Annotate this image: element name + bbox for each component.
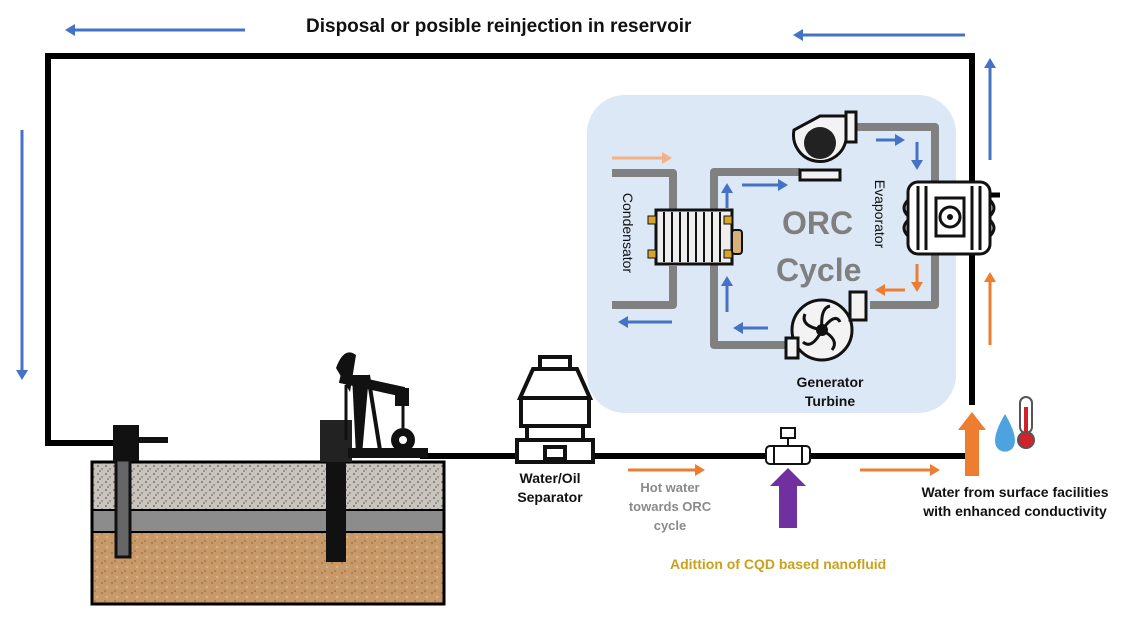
- evaporator-label: Evaporator: [872, 179, 889, 249]
- orc-label-line1: ORC: [782, 205, 854, 241]
- surface-water-inlet-arrow: [958, 412, 986, 476]
- nanofluid-inlet-arrow: [770, 468, 806, 528]
- flow-arrow-evap-out: [911, 264, 923, 292]
- thermometer-icon: [1017, 396, 1035, 449]
- flow-arrow-to-riser: [860, 464, 940, 476]
- condensator-icon: [647, 208, 743, 266]
- evaporator-icon: [902, 180, 996, 256]
- flow-arrow-condensator-up: [721, 183, 733, 208]
- hot-water-note-line2: towards ORC: [628, 499, 712, 514]
- flow-arrow-to-pump: [742, 179, 788, 191]
- surface-water-note-line1: Water from surface facilities: [921, 484, 1109, 500]
- flow-arrow-right-up: [984, 58, 996, 160]
- flow-arrow-evap-in: [911, 142, 923, 170]
- flow-arrow-top-right: [793, 29, 965, 41]
- flow-arrow-right-lower-up: [984, 272, 996, 345]
- flow-arrow-pump-out: [876, 134, 905, 146]
- generator-label-line1: Generator: [796, 374, 864, 390]
- turbine-icon: [784, 290, 868, 362]
- orc-label-line2: Cycle: [776, 252, 862, 288]
- condensator-label: Condensator: [620, 192, 637, 274]
- water-drop-icon: [995, 414, 1015, 452]
- wellhead-icon: [113, 425, 168, 559]
- flow-arrow-left-down: [16, 130, 28, 380]
- flow-arrow-turbine-out: [733, 322, 768, 334]
- surface-water-note-line2: with enhanced conductivity: [923, 503, 1107, 519]
- flow-arrow-return-up: [721, 276, 733, 312]
- flow-arrow-condensator-in: [612, 152, 672, 164]
- pump-jack-icon: [320, 352, 428, 562]
- flow-arrow-hot-water: [628, 464, 705, 476]
- flow-arrow-to-turbine: [875, 284, 905, 296]
- orc-pipes: [612, 123, 1000, 349]
- diagram-title: Disposal or posible reinjection in reser…: [306, 16, 692, 37]
- hot-water-note-line1: Hot water: [640, 480, 700, 495]
- pump-icon: [792, 110, 858, 182]
- generator-label-line2: Turbine: [804, 393, 856, 409]
- separator-label-line1: Water/Oil: [519, 470, 581, 486]
- main-pipe-loop: [45, 53, 975, 459]
- ground-layers: [90, 460, 446, 606]
- valve-icon: [765, 427, 811, 465]
- separator-label-line2: Separator: [517, 489, 583, 505]
- flow-arrow-top-left: [65, 24, 245, 36]
- hot-water-note-line3: cycle: [653, 518, 687, 533]
- flow-arrow-condensator-out: [618, 316, 672, 328]
- nanofluid-note: Adittion of CQD based nanofluid: [670, 556, 887, 572]
- orc-cycle-panel: [587, 95, 956, 413]
- separator-icon: [515, 355, 595, 464]
